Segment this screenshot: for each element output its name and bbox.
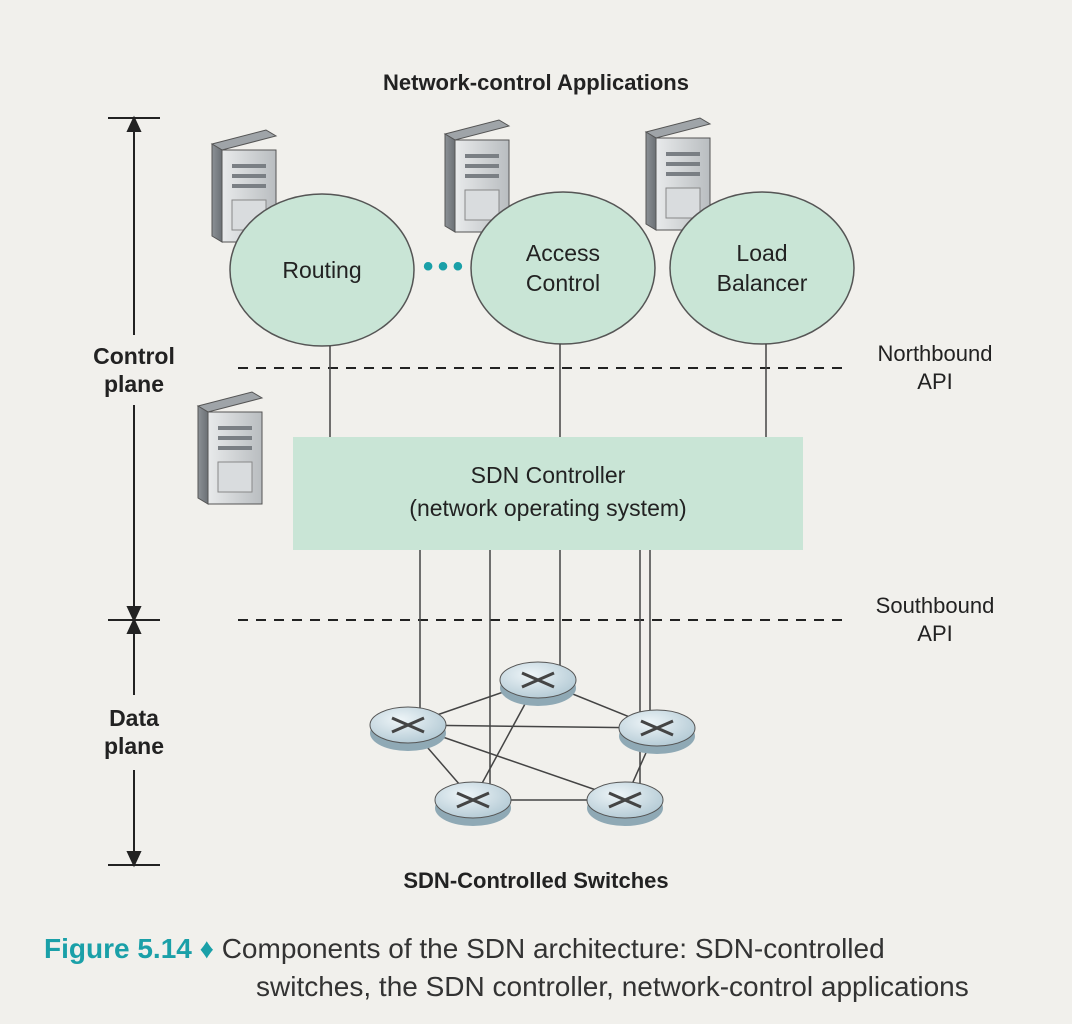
app-load-balancer-ellipse xyxy=(669,191,855,345)
figure-number: Figure 5.14 xyxy=(44,933,192,964)
server-icon xyxy=(196,391,264,505)
figure-caption: Figure 5.14 ♦ Components of the SDN arch… xyxy=(44,930,1064,1006)
app-access-control-label: Access Control xyxy=(525,240,601,296)
ellipsis-dots: • • • xyxy=(422,250,463,283)
southbound-api-label: Southbound API xyxy=(875,593,995,646)
switch-icon xyxy=(369,706,447,751)
app-load-balancer-label: Load Balancer xyxy=(716,240,808,296)
server-icon xyxy=(644,117,712,231)
switches-header: SDN-Controlled Switches xyxy=(403,868,669,893)
switch-icon xyxy=(586,781,664,826)
caption-line1: Components of the SDN architecture: SDN-… xyxy=(221,933,885,964)
control-plane-bracket xyxy=(108,115,160,623)
app-routing-ellipse xyxy=(229,193,415,347)
controller-subtitle: (network operating system) xyxy=(409,495,687,521)
data-plane-bracket xyxy=(108,617,160,868)
switch-icon xyxy=(499,661,577,706)
app-routing-label: Routing xyxy=(282,257,362,283)
northbound-api-label: Northbound API xyxy=(877,341,993,394)
data-plane-label: Data plane xyxy=(60,704,208,760)
caption-line2: switches, the SDN controller, network-co… xyxy=(256,971,969,1002)
sdn-controller-box: SDN Controller (network operating system… xyxy=(293,437,803,550)
app-access-control-ellipse xyxy=(470,191,656,345)
controller-title: SDN Controller xyxy=(470,462,626,488)
apps-header: Network-control Applications xyxy=(383,70,689,95)
switch-icon xyxy=(618,709,696,754)
caption-separator: ♦ xyxy=(199,933,214,964)
switch-icon xyxy=(434,781,512,826)
control-links xyxy=(329,344,767,800)
control-plane-label: Control plane xyxy=(60,342,208,398)
